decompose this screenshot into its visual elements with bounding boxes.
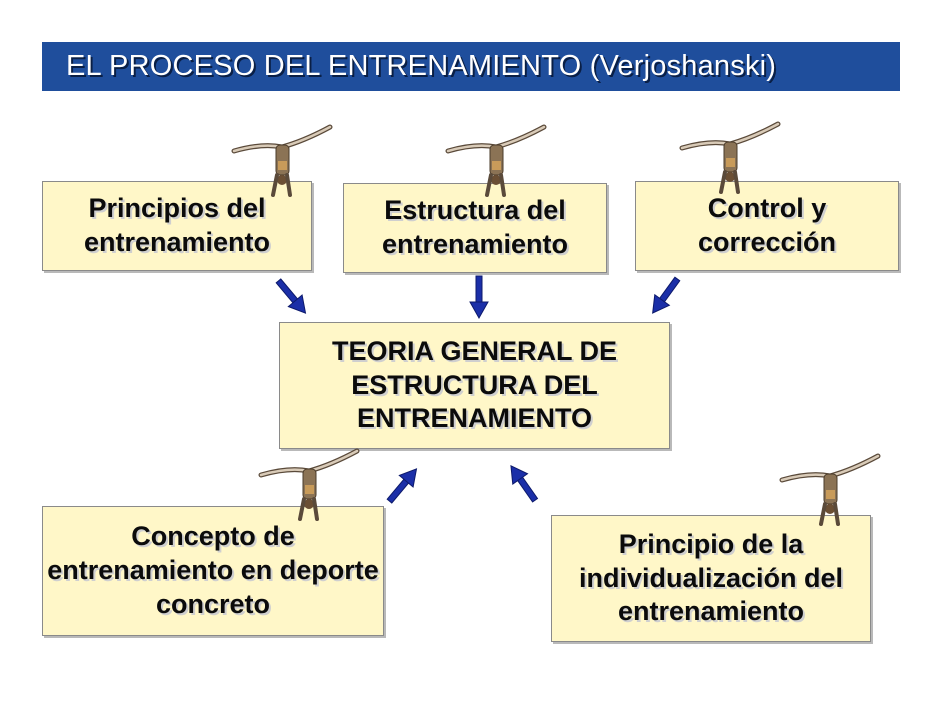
gymnast-handstand-icon <box>234 127 330 195</box>
box-principios: Principios del entrenamiento <box>42 181 312 271</box>
box-individualizacion: Principio de la individualización del en… <box>551 515 871 642</box>
box-concepto-label: Concepto de entrenamiento en deporte con… <box>47 521 379 619</box>
arrow-icon <box>469 275 489 319</box>
box-teoria-label: TEORIA GENERAL DE ESTRUCTURA DEL ENTRENA… <box>331 335 618 434</box>
box-teoria-central: TEORIA GENERAL DE ESTRUCTURA DEL ENTRENA… <box>279 322 670 449</box>
gymnast-handstand-icon <box>261 451 357 519</box>
page-title: EL PROCESO DEL ENTRENAMIENTO (Verjoshans… <box>66 50 777 82</box>
box-concepto: Concepto de entrenamiento en deporte con… <box>42 506 384 636</box>
title-bar: EL PROCESO DEL ENTRENAMIENTO (Verjoshans… <box>42 42 900 91</box>
gymnast-handstand-icon <box>682 124 778 192</box>
arrow-icon <box>644 273 686 319</box>
box-estructura-label: Estructura del entrenamiento <box>381 195 569 259</box>
box-estructura: Estructura del entrenamiento <box>343 183 607 273</box>
box-control: Control y corrección <box>635 181 899 271</box>
arrow-icon <box>271 274 313 320</box>
gymnast-handstand-icon <box>782 456 878 524</box>
arrow-icon <box>503 460 543 506</box>
gymnast-handstand-icon <box>448 127 544 195</box>
box-individualizacion-label: Principio de la individualización del en… <box>578 528 844 627</box>
box-control-label: Control y corrección <box>697 193 837 257</box>
box-principios-label: Principios del entrenamiento <box>83 193 271 257</box>
arrow-icon <box>382 462 424 508</box>
